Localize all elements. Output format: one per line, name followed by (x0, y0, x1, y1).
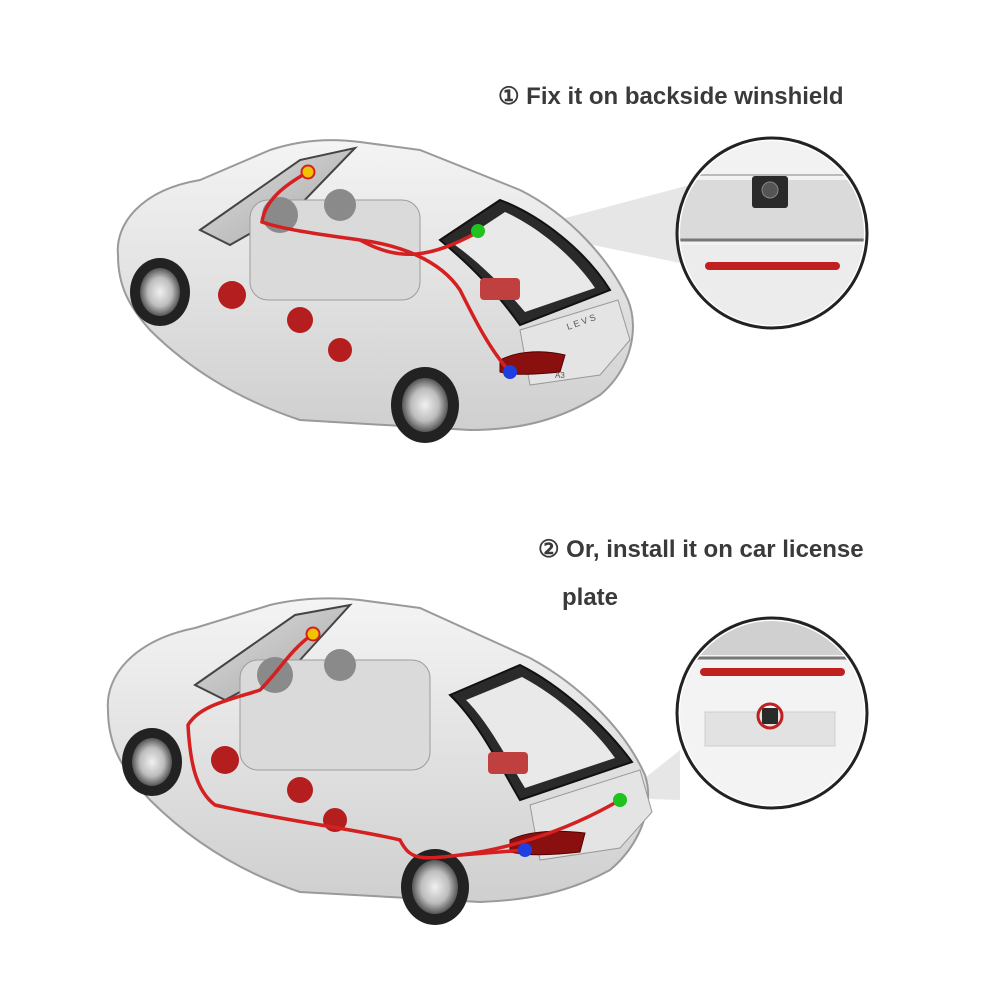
marker-camera-position-2 (613, 793, 627, 807)
scene-windshield-install: L E V S A3 (0, 0, 1001, 500)
car-illustration-2 (106, 597, 869, 925)
marker-dvr-connection-2 (305, 626, 321, 642)
marker-camera-position (471, 224, 485, 238)
marker-reverse-light (503, 365, 517, 379)
step2-caption-line2: plate (562, 584, 619, 611)
car-body-2 (106, 597, 653, 904)
front-wheel-2 (122, 728, 182, 796)
callout-beam (520, 185, 690, 265)
rear-wheel-2 (401, 849, 469, 925)
marker-reverse-light-2 (518, 843, 532, 857)
backup-camera-icon-2 (762, 708, 778, 724)
camera-highlight-ring (756, 702, 784, 730)
zoom-callout-license-plate (675, 616, 869, 810)
marker-dvr-connection (300, 164, 316, 180)
step2-caption-line1: ② Or, install it on car license (538, 536, 864, 563)
front-wheel (130, 258, 190, 326)
zoom-callout-windshield (675, 136, 869, 330)
scene-license-plate-install (0, 500, 1001, 1000)
rear-wheel (391, 367, 459, 443)
car-illustration-1: L E V S A3 (116, 136, 869, 443)
car-body: L E V S A3 (116, 139, 634, 432)
model-badge: A3 (555, 371, 565, 380)
step1-caption: ① Fix it on backside winshield (498, 83, 844, 110)
